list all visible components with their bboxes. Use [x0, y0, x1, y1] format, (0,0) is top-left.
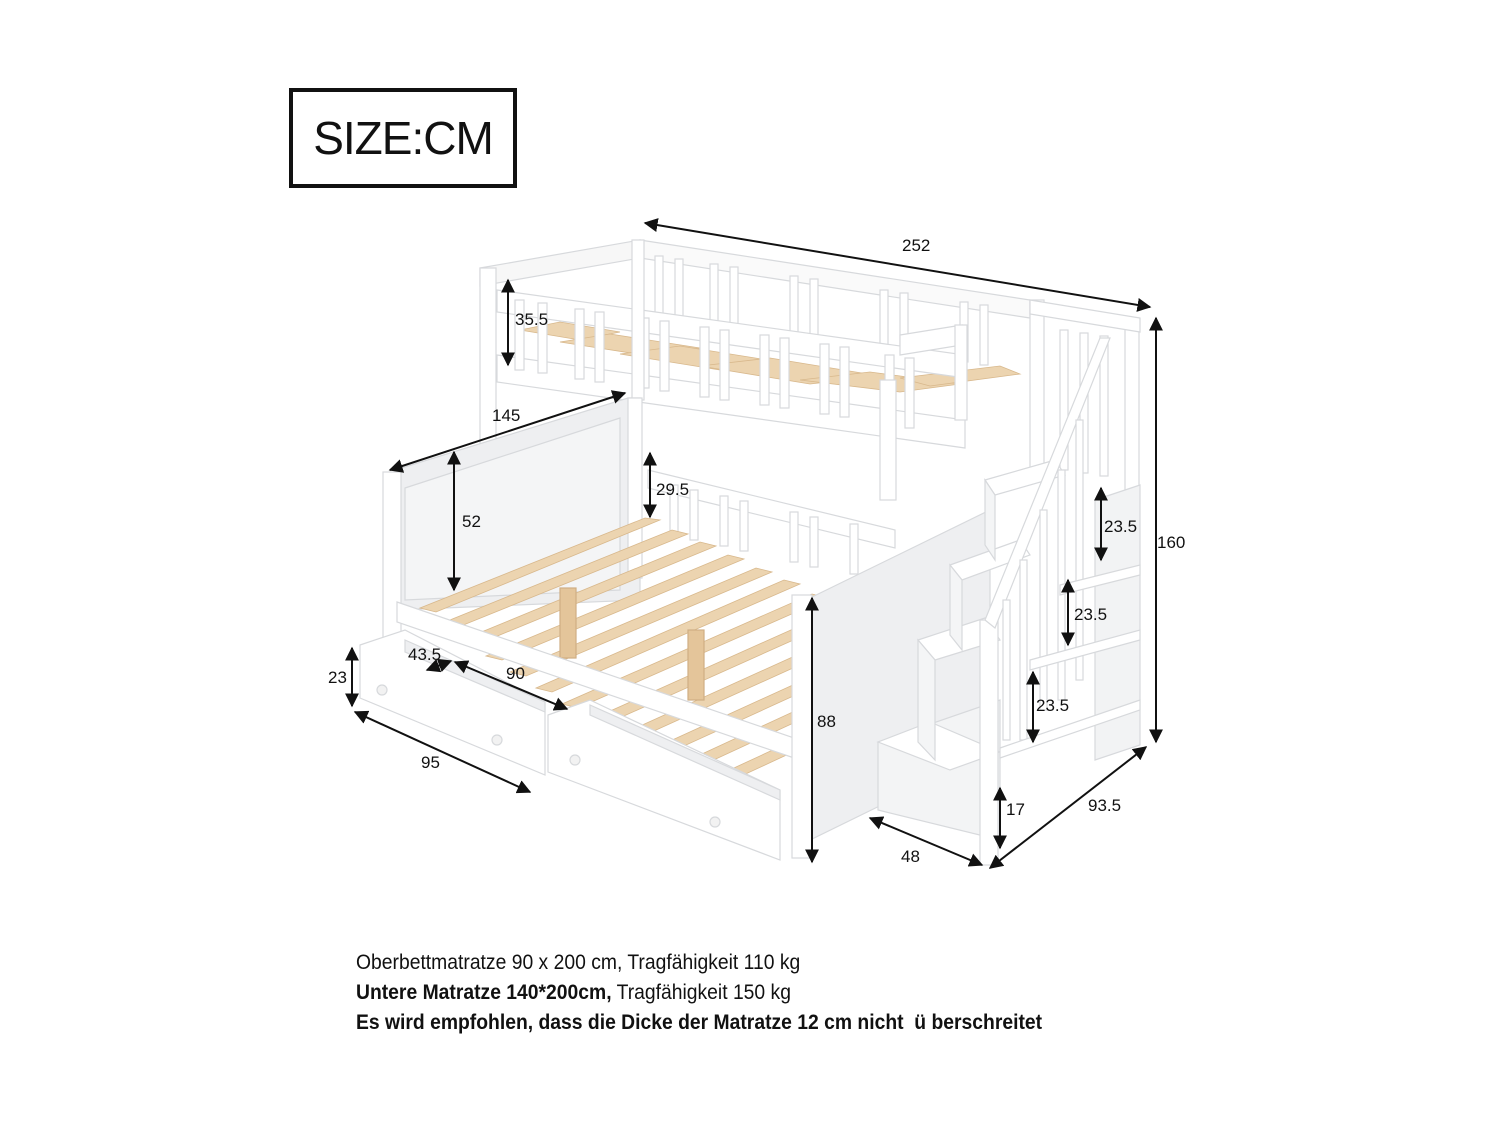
- label-upper-rail-height: 35.5: [515, 310, 548, 329]
- label-total-length: 252: [902, 236, 930, 255]
- label-drawer-depth: 43.5: [408, 645, 441, 664]
- label-footpost-height: 88: [817, 712, 836, 731]
- dim-line-drawer-depth: [425, 658, 453, 673]
- drawer-right: [547, 699, 781, 861]
- label-stair-shelf-1: 23.5: [1104, 517, 1137, 536]
- note-lower-mattress-load: Tragfähigkeit 150 kg: [611, 981, 791, 1004]
- label-lower-rail-height: 29.5: [656, 480, 689, 499]
- label-drawer-length: 90: [506, 664, 525, 683]
- label-stair-width: 48: [901, 847, 920, 866]
- bed-illustration: [359, 239, 1141, 866]
- staircase: [876, 337, 1141, 866]
- dim-line-drawer-length: [453, 660, 569, 711]
- note-lower-mattress-size: Untere Matratze 140*200cm,: [356, 981, 612, 1004]
- dim-line-stair-width: [868, 816, 984, 867]
- mattress-notes: Oberbettmatratze 90 x 200 cm, Tragfähigk…: [356, 948, 1102, 1038]
- label-stair-shelf-2: 23.5: [1074, 605, 1107, 624]
- dim-line-total-length: [643, 218, 1152, 312]
- dimension-lines: [345, 218, 1163, 869]
- label-drawer-front-width: 95: [421, 753, 440, 772]
- label-drawer-height: 23: [328, 668, 347, 687]
- note-upper-mattress: Oberbettmatratze 90 x 200 cm, Tragfähigk…: [356, 951, 801, 974]
- label-headboard-height: 52: [462, 512, 481, 531]
- size-unit-text: SIZE:CM: [313, 112, 494, 164]
- dimension-labels: 252 35.5 145 52 29.5 23 43.5 90 95 88 23…: [328, 236, 1185, 866]
- note-lower-mattress: Untere Matratze 140*200cm, Tragfähigkeit…: [356, 978, 1042, 1008]
- label-total-height: 160: [1157, 533, 1185, 552]
- label-stair-shelf-3: 23.5: [1036, 696, 1069, 715]
- label-lower-width: 145: [492, 406, 520, 425]
- note-mattress-thickness: Es wird empfohlen, dass die Dicke der Ma…: [356, 1011, 1043, 1034]
- label-stair-depth: 93.5: [1088, 796, 1121, 815]
- label-stair-base-height: 17: [1006, 800, 1025, 819]
- size-unit-label: SIZE:CM: [289, 88, 517, 188]
- dim-line-stair-depth: [988, 746, 1148, 869]
- dim-line-lower-width: [388, 390, 627, 473]
- dim-line-drawer-front: [353, 710, 532, 794]
